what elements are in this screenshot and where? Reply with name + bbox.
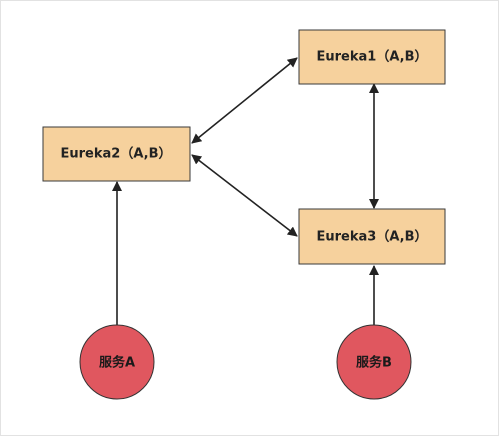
edges [112, 57, 379, 326]
node-eureka1: Eureka1（A,B） [298, 29, 446, 85]
node-service-a-circle [79, 324, 155, 400]
node-service-b-circle [336, 324, 412, 400]
node-service-a-label: 服务A [99, 355, 135, 371]
node-eureka2: Eureka2（A,B） [42, 126, 191, 182]
node-eureka2-box [42, 126, 191, 182]
edge-eureka2-eureka3 [191, 154, 298, 237]
node-eureka3-box [298, 208, 446, 265]
node-eureka3-label: Eureka3（A,B） [317, 229, 428, 245]
node-eureka1-label: Eureka1（A,B） [317, 49, 428, 65]
node-service-a: 服务A [79, 324, 155, 400]
node-eureka1-box [298, 29, 446, 85]
node-eureka2-label: Eureka2（A,B） [61, 146, 172, 162]
edge-eureka1-eureka2 [191, 57, 298, 144]
node-service-b: 服务B [336, 324, 412, 400]
node-service-b-label: 服务B [356, 355, 392, 371]
node-eureka3: Eureka3（A,B） [298, 208, 446, 265]
